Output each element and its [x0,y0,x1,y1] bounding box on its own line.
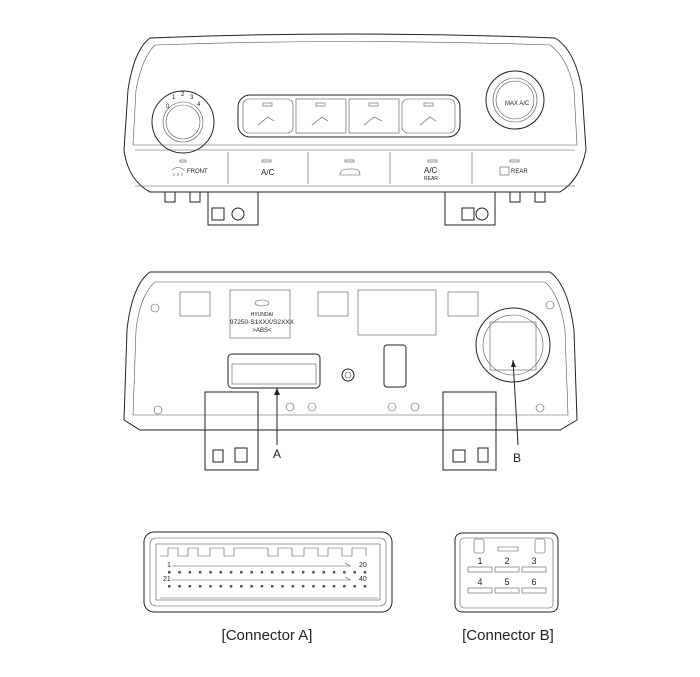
knob-number: 3 [190,95,194,101]
connector-pin [219,585,222,588]
part-number: 97250-S1XXX/S2XXX [230,319,295,326]
connector-pin [271,571,274,574]
connector-pin [260,585,264,588]
rear-sublabel: REAR [424,176,438,182]
connector-pin [229,585,233,588]
connector-pin [363,571,367,574]
recirculation-icon[interactable] [339,168,361,176]
connector-pin [240,585,243,588]
connector-pin [229,571,233,574]
brand-text: HYUNDAI [251,312,274,318]
connector-pin [301,585,305,588]
connector-pin [343,585,346,588]
mode-button-face-feet[interactable] [295,98,347,134]
connector-b-socket [475,307,551,383]
connector-pin [168,571,171,574]
knob-number: 4 [197,102,201,108]
knob-number: 2 [181,92,185,98]
connector-pin [322,571,325,574]
temperature-knob-left[interactable] [151,90,215,154]
ac-button[interactable]: A/C [261,168,275,177]
front-panel: 0 1 2 3 4 MAX A/C FRONT [123,33,587,226]
connector-pin [219,571,222,574]
pin-label: 3 [531,556,536,566]
front-defrost-icon [171,167,185,176]
connector-a: 1 20 21 40 [143,531,393,613]
pin-label: 6 [531,577,536,587]
knob-number: 0 [166,104,170,110]
mode-button-defrost-feet[interactable] [401,98,456,134]
front-label: FRONT [187,169,208,175]
connector-pin [240,571,243,574]
ac-label: A/C [424,166,438,175]
callout-b: B [513,451,521,465]
connector-a-socket [227,353,321,389]
mode-button-feet[interactable] [348,98,400,134]
pin-label: 1 [477,556,482,566]
callout-a: A [273,447,281,461]
connector-pin [198,585,202,588]
connector-pin [250,571,253,574]
connector-b-caption: [Connector B] [462,627,554,644]
pin-label: 4 [477,577,482,587]
part-label [229,289,291,339]
connector-a-caption: [Connector A] [222,627,313,644]
connector-pin [198,571,202,574]
connector-pin [363,585,367,588]
pin-label-21: 21 [163,576,171,583]
pin-label: 5 [504,577,509,587]
connector-pin [332,585,336,588]
fan-knob-right[interactable] [485,70,545,130]
connector-pin [332,571,336,574]
connector-pin [312,585,315,588]
connector-pin [312,571,315,574]
mode-button-face[interactable] [242,98,294,134]
connector-pin [209,585,212,588]
connector-pin [260,571,264,574]
connector-pin [343,571,346,574]
pin-label-1: 1 [167,562,171,569]
rear-panel: HYUNDAI 97250-S1XXX/S2XXX >ABS< A B [123,271,578,471]
knob-number: 1 [172,95,176,101]
connector-pin [178,585,181,588]
hyundai-logo-icon [254,299,270,307]
connector-pin [271,585,274,588]
left-knob-numbers: 0 1 2 3 4 [166,92,201,110]
connector-pin [250,585,253,588]
pin-label: 2 [504,556,509,566]
rear-defrost-button[interactable]: REAR [499,166,528,176]
connector-pin [178,571,181,574]
connector-pin [301,571,305,574]
rear-label: REAR [511,169,528,175]
connector-pin [291,571,295,574]
connector-b: 1 2 3 4 5 6 [454,532,559,613]
connector-pin [209,571,212,574]
connector-pin [281,585,284,588]
connector-pin [322,585,325,588]
max-ac-label: MAX A/C [505,101,530,107]
material-marking: >ABS< [252,328,272,334]
rear-defrost-icon [499,166,510,176]
connector-pin [168,585,171,588]
connector-pin [353,585,356,588]
pin-cavities [467,566,547,594]
pin-label-20: 20 [359,562,367,569]
connector-pin [291,585,295,588]
connector-pin [281,571,284,574]
mode-buttons [237,94,461,138]
connector-pin [188,585,192,588]
connector-pin [188,571,192,574]
rear-ac-button[interactable]: A/C REAR [424,166,438,182]
front-defrost-button[interactable]: FRONT [171,167,208,177]
connector-pin [353,571,356,574]
pin-label-40: 40 [359,576,367,583]
